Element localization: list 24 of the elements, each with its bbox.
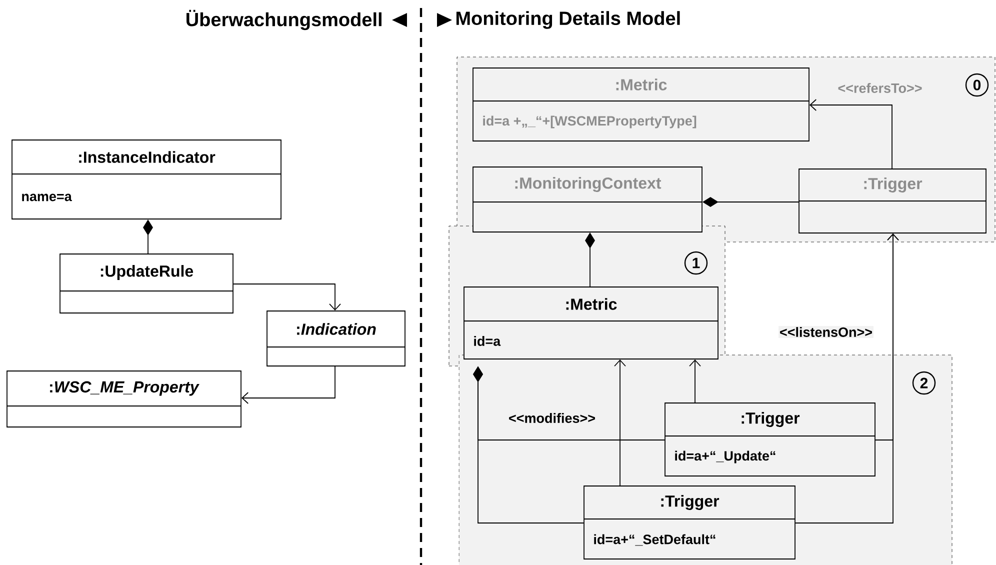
circled-number: 1 — [684, 251, 708, 275]
edge-label: <<modifies>> — [507, 412, 597, 424]
connector — [795, 233, 899, 524]
edge-label: <<refersTo>> — [836, 82, 924, 94]
object-box: :Metric id=a +„_“+[WSCMEPropertyType] — [472, 68, 810, 142]
connector — [614, 359, 626, 486]
section-title: Überwachungsmodell — [186, 10, 382, 30]
object-box: :InstanceIndicator name=a — [12, 140, 282, 220]
connector — [689, 359, 701, 403]
object-box: :Trigger id=a+“_Update“ — [664, 402, 876, 476]
section-title: Monitoring Details Model — [456, 11, 680, 29]
object-box: :MonitoringContext — [472, 166, 702, 232]
object-box: :Trigger — [798, 168, 986, 234]
object-box: :Indication — [266, 310, 406, 366]
circled-number: 2 — [912, 371, 936, 395]
connector — [241, 366, 336, 404]
connector — [233, 284, 341, 311]
object-box: :Metric id=a — [464, 286, 718, 360]
object-box: :Trigger id=a+“_SetDefault“ — [584, 486, 796, 560]
object-box: :UpdateRule — [60, 254, 234, 314]
object-box: :WSC_ME_Property — [6, 370, 242, 428]
circled-number: 0 — [965, 73, 989, 97]
edge-label: <<listensOn>> — [778, 326, 874, 338]
connector — [809, 99, 892, 169]
